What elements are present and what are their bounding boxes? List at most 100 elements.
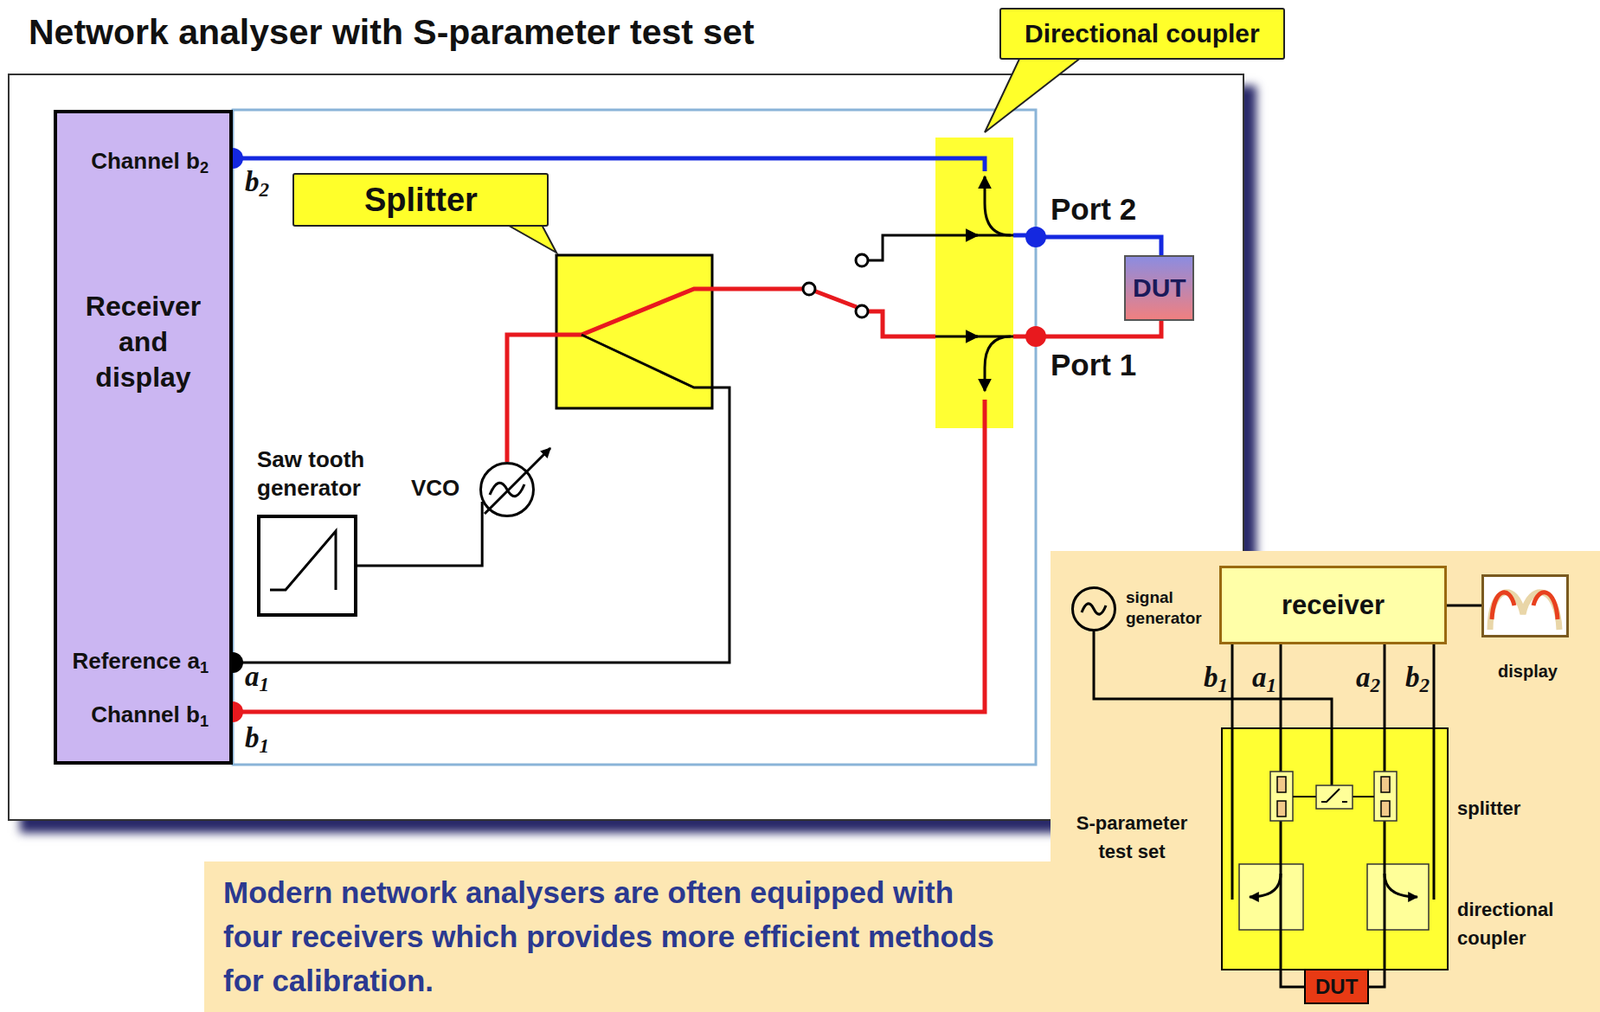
wire <box>1292 796 1317 798</box>
wire <box>1368 821 1385 988</box>
ref-wire <box>237 334 730 663</box>
node-text: Saw tooth generator <box>257 445 396 503</box>
coupled-arm <box>984 336 1011 392</box>
generator-tilde <box>1081 604 1106 615</box>
connector <box>1279 644 1283 728</box>
node-text: Modern network analysers are often equip… <box>223 870 1003 1003</box>
coupler-box <box>1367 864 1429 931</box>
note-box: Modern network analysers are often equip… <box>204 861 1051 1012</box>
dut-box: DUT <box>1304 969 1369 1005</box>
connector <box>357 501 482 566</box>
signal-label: b1 <box>1203 661 1228 694</box>
coupler-box <box>1239 864 1304 931</box>
label: splitter <box>1457 797 1521 821</box>
connector <box>1383 644 1387 728</box>
label: a1 <box>244 661 270 693</box>
display-trace <box>1490 592 1560 630</box>
port-dot <box>1025 226 1047 248</box>
connector <box>1231 644 1234 728</box>
rf-wire <box>867 311 936 337</box>
subscript: 1 <box>1218 674 1229 697</box>
callout-leader <box>984 57 1082 133</box>
switch-box <box>1316 785 1353 810</box>
wire <box>867 235 936 261</box>
wire <box>1432 727 1436 900</box>
subscript: 1 <box>199 659 209 677</box>
receiver-display-box: Channel b2 Receiver and displayReference … <box>53 109 233 765</box>
rf-wire <box>507 289 804 463</box>
signal-label: a1 <box>1252 661 1277 694</box>
node-text: S-parameter test set <box>1058 809 1206 867</box>
switch-contact <box>855 254 868 267</box>
through-line <box>935 335 978 339</box>
callout-box: Directional coupler <box>999 7 1286 60</box>
vco-circle: VCO <box>479 462 535 518</box>
port-dot <box>1025 326 1047 347</box>
resistor <box>1277 801 1286 817</box>
splitter-box <box>1374 771 1397 822</box>
node-text: DUT <box>1315 975 1358 1000</box>
coupled-arm <box>984 176 1011 236</box>
label: directional coupler <box>1457 895 1588 953</box>
coupled-arm <box>1384 873 1418 898</box>
dut-box: DUT <box>1124 255 1195 322</box>
subscript: 2 <box>199 159 209 177</box>
connector <box>1432 644 1436 728</box>
wire <box>1383 727 1387 772</box>
receiver-box: receiver <box>1219 565 1447 645</box>
splitter-box <box>1270 771 1293 822</box>
coupler-band <box>935 137 1014 429</box>
node-text: Receiver and display <box>69 289 218 396</box>
callout-box: Splitter <box>292 173 549 227</box>
label: Port 2 <box>1050 192 1137 227</box>
b1-wire <box>237 399 985 713</box>
node-text: Splitter <box>364 181 478 219</box>
subscript: 2 <box>259 178 270 201</box>
node-text: signal generator <box>1125 587 1217 630</box>
resistor <box>1381 801 1390 817</box>
switch-contact <box>855 305 868 318</box>
subscript: 2 <box>1420 674 1431 697</box>
signal-label: b2 <box>1405 661 1430 694</box>
wire <box>1330 727 1334 786</box>
wire <box>1352 796 1375 798</box>
subscript: 1 <box>1266 674 1278 697</box>
display-screen <box>1483 576 1568 637</box>
node-text: Directional coupler <box>1024 19 1260 49</box>
vco-tuning-arrow <box>484 448 551 515</box>
node-text: DUT <box>1132 273 1187 303</box>
through-line <box>935 234 978 238</box>
test-set-box: S-parameter test set <box>1220 727 1449 971</box>
node-text: display <box>1484 661 1572 682</box>
wire <box>1280 821 1305 988</box>
label: b1 <box>244 722 270 754</box>
node-text: Reference a1 <box>71 648 209 675</box>
sawtooth-icon <box>269 531 336 591</box>
signal-generator: signal generator <box>1071 586 1117 632</box>
callout-leader <box>504 223 557 253</box>
wire <box>1330 727 1334 786</box>
b2-wire <box>237 158 985 172</box>
label: Port 1 <box>1050 347 1137 383</box>
switch-lever <box>809 289 857 308</box>
display-box: display <box>1481 574 1569 638</box>
sawtooth-generator: Saw tooth generator <box>257 514 358 617</box>
node-text: Channel b2 <box>90 147 209 175</box>
inner-frame <box>232 109 1036 765</box>
subscript: 2 <box>1370 674 1382 697</box>
wire <box>1279 727 1283 772</box>
connector <box>1093 631 1332 728</box>
coupled-arm <box>1249 873 1281 898</box>
switch-contact <box>803 282 816 296</box>
display-trace <box>1491 592 1558 620</box>
title: Network analyser with S-parameter test s… <box>28 12 755 53</box>
label: b2 <box>244 166 270 198</box>
subscript: 1 <box>199 713 209 731</box>
wire <box>1231 727 1234 900</box>
resistor <box>1277 777 1286 793</box>
node-text: receiver <box>1281 590 1385 622</box>
node-text: VCO <box>411 475 460 502</box>
